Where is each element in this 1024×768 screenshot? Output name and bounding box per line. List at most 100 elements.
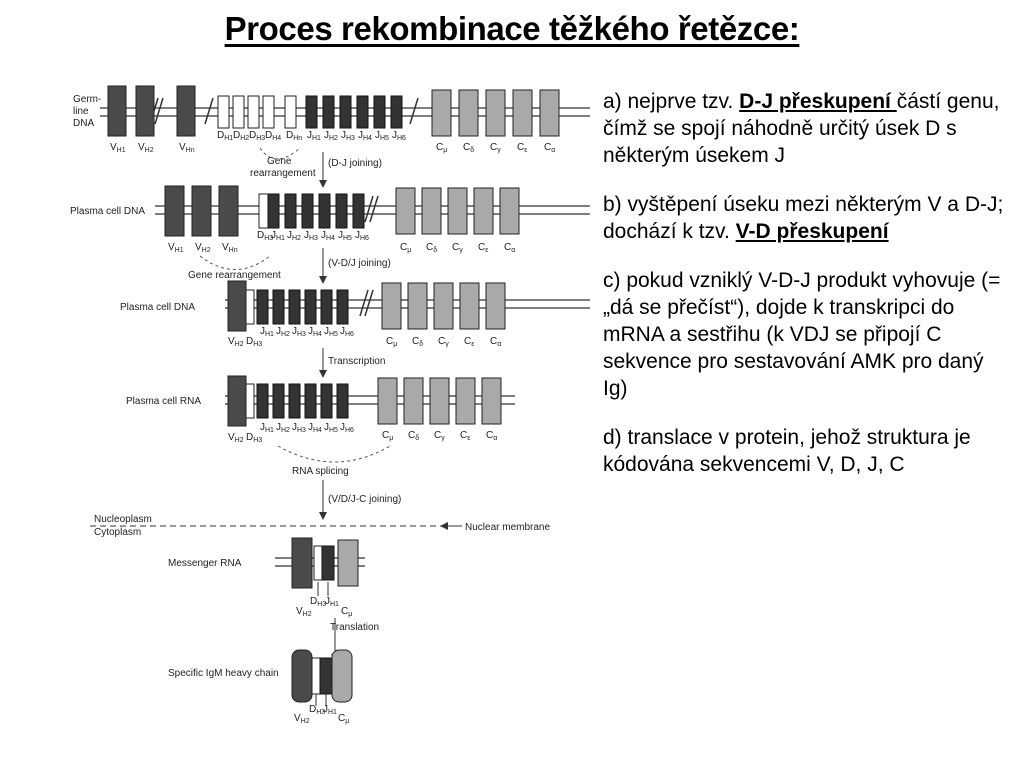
nuclear-membrane: Nucleoplasm Cytoplasm Nuclear membrane <box>90 514 550 538</box>
gene-rearrangement-label: rearrangement <box>250 168 316 179</box>
segment-label: JH4 <box>321 230 335 242</box>
c-segment <box>421 187 442 235</box>
c-segment <box>403 377 424 425</box>
segment-label: JH3 <box>292 422 306 434</box>
row-label: Plasma cell RNA <box>126 396 201 407</box>
segment-label: Cε <box>478 242 488 254</box>
row-label: Plasma cell DNA <box>70 206 145 217</box>
translation-label: Translation <box>330 622 379 633</box>
segment-label: Cε <box>460 430 470 442</box>
c-segment <box>395 187 416 235</box>
plasma-cell-rna-row: Plasma cell RNA VH2 DH3 JH1 JH2 JH3 JH4 … <box>126 375 515 444</box>
j-segment <box>320 383 333 419</box>
segment-label: JH5 <box>375 130 389 142</box>
segment-label: JH2 <box>287 230 301 242</box>
sequence-break-mark <box>154 97 164 125</box>
segment-label: Cμ <box>341 606 352 618</box>
c-segment <box>459 282 480 330</box>
germline-label-1: Germ- <box>73 94 101 105</box>
d-segment <box>232 95 245 129</box>
segment-label: JH1 <box>323 704 337 716</box>
v-region <box>291 649 313 703</box>
explanation-a: a) nejprve tzv. D-J přeskupení částí gen… <box>603 90 1000 167</box>
sequence-break-mark <box>364 195 374 223</box>
segment-label: VHn <box>179 142 195 154</box>
explanation-d: d) translace v protein, jehož struktura … <box>603 426 971 476</box>
segment-label: Cδ <box>408 430 419 442</box>
segment-label: Cε <box>464 336 474 348</box>
j-segment <box>322 95 335 129</box>
j-segment <box>352 193 365 229</box>
rna-splicing-label: RNA splicing <box>292 466 349 477</box>
segment-label: VH2 <box>228 336 244 348</box>
segment-label: Cμ <box>400 242 411 254</box>
c-segment <box>485 282 506 330</box>
segment-label: Cμ <box>436 142 447 154</box>
germline-label-3: DNA <box>73 118 94 129</box>
segment-label: Cε <box>517 142 527 154</box>
segment-label: JH1 <box>260 422 274 434</box>
v-segment <box>191 185 212 237</box>
j-segment <box>321 545 335 581</box>
segment-label: DH3 <box>257 230 273 242</box>
c-segment <box>381 282 402 330</box>
segment-label: JH3 <box>341 130 355 142</box>
gene-rearrangement-label: Gene rearrangement <box>188 270 281 281</box>
d-segment <box>262 95 275 129</box>
segment-label: VH1 <box>168 242 184 254</box>
c-segment <box>407 282 428 330</box>
segment-label: JH1 <box>307 130 321 142</box>
heavy-chain-recombination-diagram: Germ- line DNA VH1 V <box>70 85 590 725</box>
plasma-cell-dna-row-2: Plasma cell DNA VH2 DH3 JH1 JH2 JH3 JH4 … <box>120 280 590 348</box>
segment-label: DH4 <box>265 130 281 142</box>
igm-heavy-chain-row: Specific IgM heavy chain VH2 DH3 JH1 Cμ <box>168 649 353 725</box>
j-segment <box>256 383 269 419</box>
slide-title: Proces rekombinace těžkého řetězce: <box>224 10 800 47</box>
arrow-head <box>319 512 327 520</box>
segment-label: VH2 <box>195 242 211 254</box>
d-segment <box>258 193 269 229</box>
j-segment <box>304 289 317 325</box>
v-segment <box>227 375 247 427</box>
d-segment <box>245 383 255 419</box>
j-segment <box>272 383 285 419</box>
segment-label: DH2 <box>233 130 249 142</box>
segment-label: DH3 <box>309 704 325 716</box>
row-label: Specific IgM heavy chain <box>168 668 279 679</box>
j-segment <box>318 193 331 229</box>
v-segment <box>164 185 185 237</box>
segment-label: Cγ <box>434 430 445 442</box>
j-segment <box>336 289 349 325</box>
sequence-break-mark <box>359 289 369 317</box>
segment-label: DH1 <box>217 130 233 142</box>
segment-label: JH6 <box>355 230 369 242</box>
arrow-head <box>319 370 327 378</box>
segment-label: JH1 <box>271 230 285 242</box>
nuclear-membrane-label: Nuclear membrane <box>465 522 550 533</box>
d-region <box>311 657 321 695</box>
segment-label: JH4 <box>358 130 372 142</box>
segment-label: Cα <box>544 142 555 154</box>
c-segment <box>377 377 398 425</box>
j-segment <box>288 383 301 419</box>
cytoplasm-label: Cytoplasm <box>94 527 141 538</box>
segment-label: JH4 <box>308 326 322 338</box>
segment-label: Cδ <box>463 142 474 154</box>
j-segment <box>335 193 348 229</box>
j-segment <box>305 95 318 129</box>
sequence-break-mark <box>204 97 214 125</box>
row-label: Plasma cell DNA <box>120 302 195 313</box>
sequence-break-mark <box>369 195 379 223</box>
j-segment <box>339 95 352 129</box>
sequence-break-mark <box>409 97 419 125</box>
c-segment <box>455 377 476 425</box>
segment-label: JH6 <box>340 422 354 434</box>
segment-label: JH3 <box>304 230 318 242</box>
c-region <box>331 649 353 703</box>
c-segment <box>539 89 560 137</box>
segment-label: DH3 <box>310 596 326 608</box>
germline-label-2: line <box>73 106 89 117</box>
v-segment <box>291 537 313 589</box>
explanation-b: b) vyštěpení úseku mezi některým V a D-J… <box>603 193 1004 243</box>
transcription-label: Transcription <box>328 356 385 367</box>
